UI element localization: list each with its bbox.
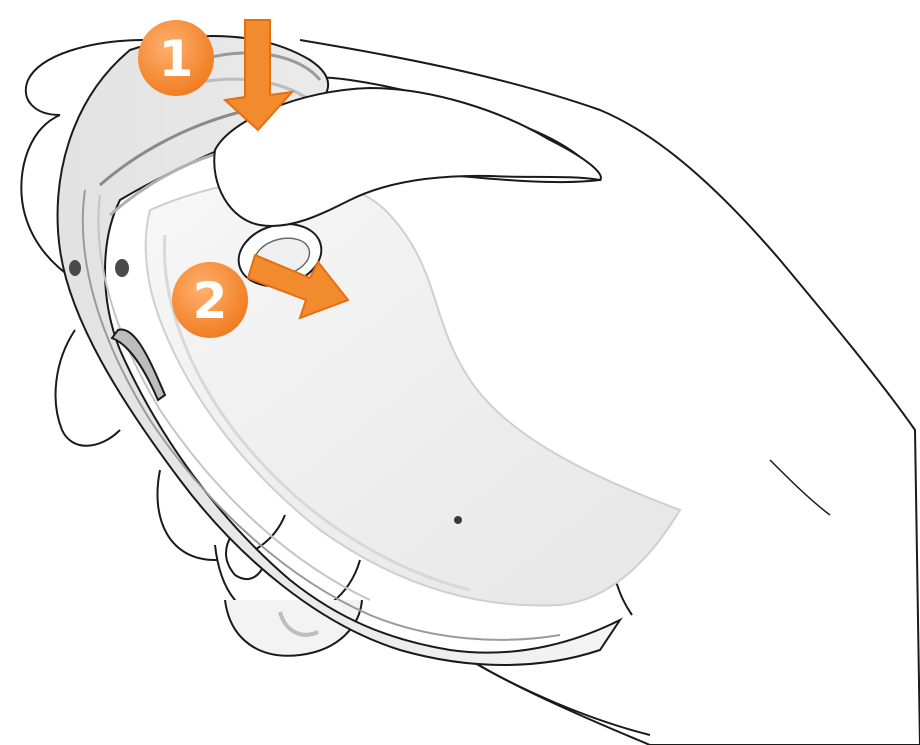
step-1-badge: 1 — [138, 20, 214, 96]
step-1-number: 1 — [159, 30, 194, 88]
step-2-number: 2 — [193, 272, 228, 330]
step-2-badge: 2 — [172, 262, 248, 338]
